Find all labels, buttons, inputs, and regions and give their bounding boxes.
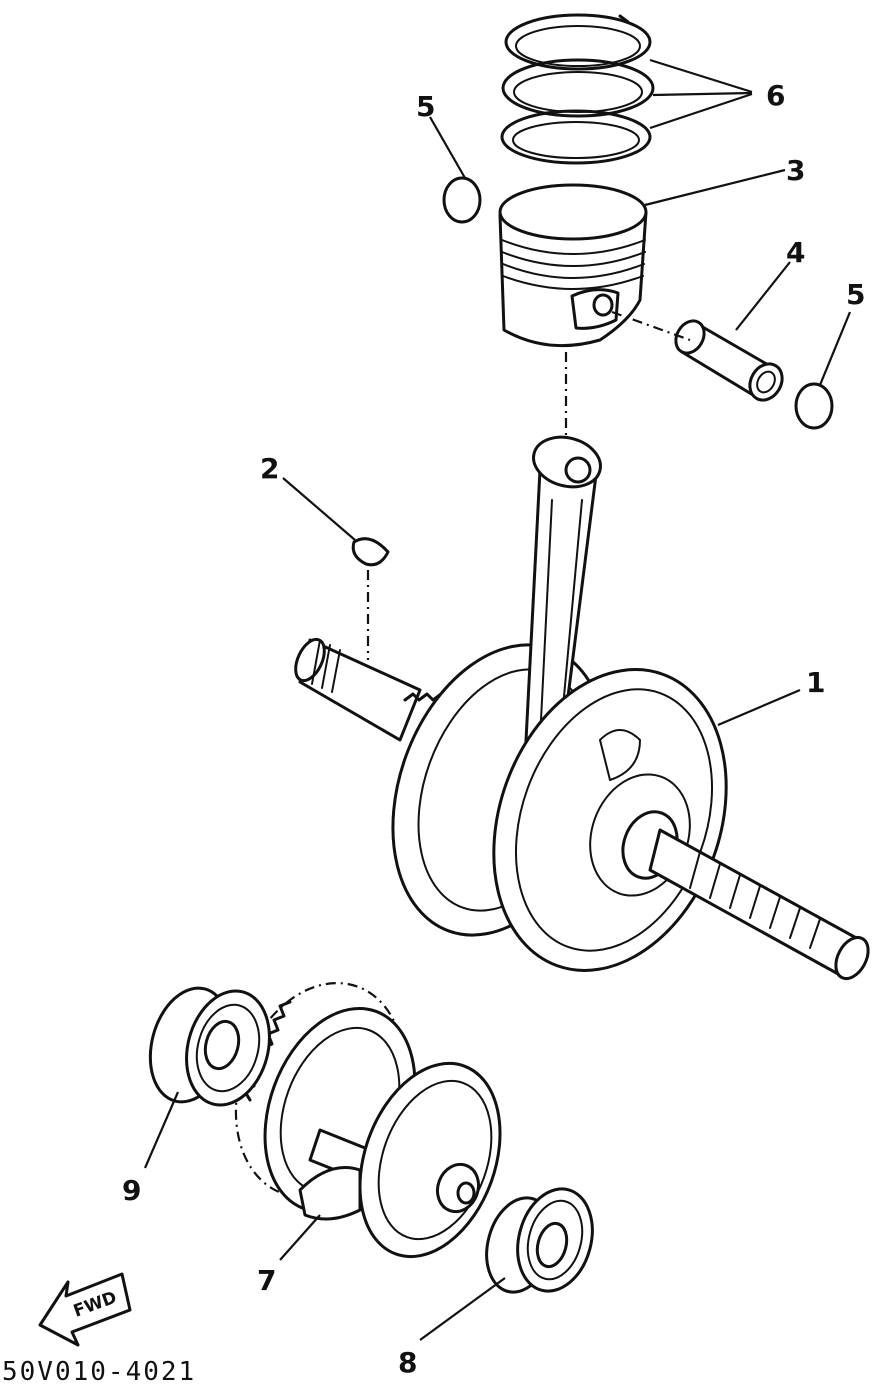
piston-pin [674, 319, 784, 402]
assembly-axis-lines [366, 310, 691, 660]
leader-lines [143, 58, 852, 1341]
woodruff-key [351, 537, 390, 567]
bearing-9 [148, 986, 271, 1107]
callout-6: 6 [766, 79, 785, 112]
bearing-8 [485, 1187, 594, 1294]
callout-7: 7 [257, 1264, 276, 1297]
circlip-left [442, 176, 482, 224]
callout-4: 4 [786, 236, 805, 269]
circlip-right [794, 382, 834, 430]
drawing-code: 50V010-4021 [2, 1357, 196, 1386]
piston-rings [500, 13, 655, 165]
balancer-shaft [234, 981, 502, 1259]
forward-arrow: FWD [38, 1272, 132, 1347]
callout-3: 3 [786, 154, 805, 187]
piston [498, 183, 648, 348]
callout-5-left: 5 [416, 90, 435, 123]
callout-9: 9 [122, 1174, 141, 1207]
callout-1: 1 [806, 666, 825, 699]
callout-5-right: 5 [846, 278, 865, 311]
callout-numbers: 1 2 3 4 5 5 6 7 8 9 [122, 79, 865, 1379]
crankshaft-assembly [294, 435, 870, 981]
callout-2: 2 [260, 452, 279, 485]
callout-8: 8 [398, 1346, 417, 1379]
